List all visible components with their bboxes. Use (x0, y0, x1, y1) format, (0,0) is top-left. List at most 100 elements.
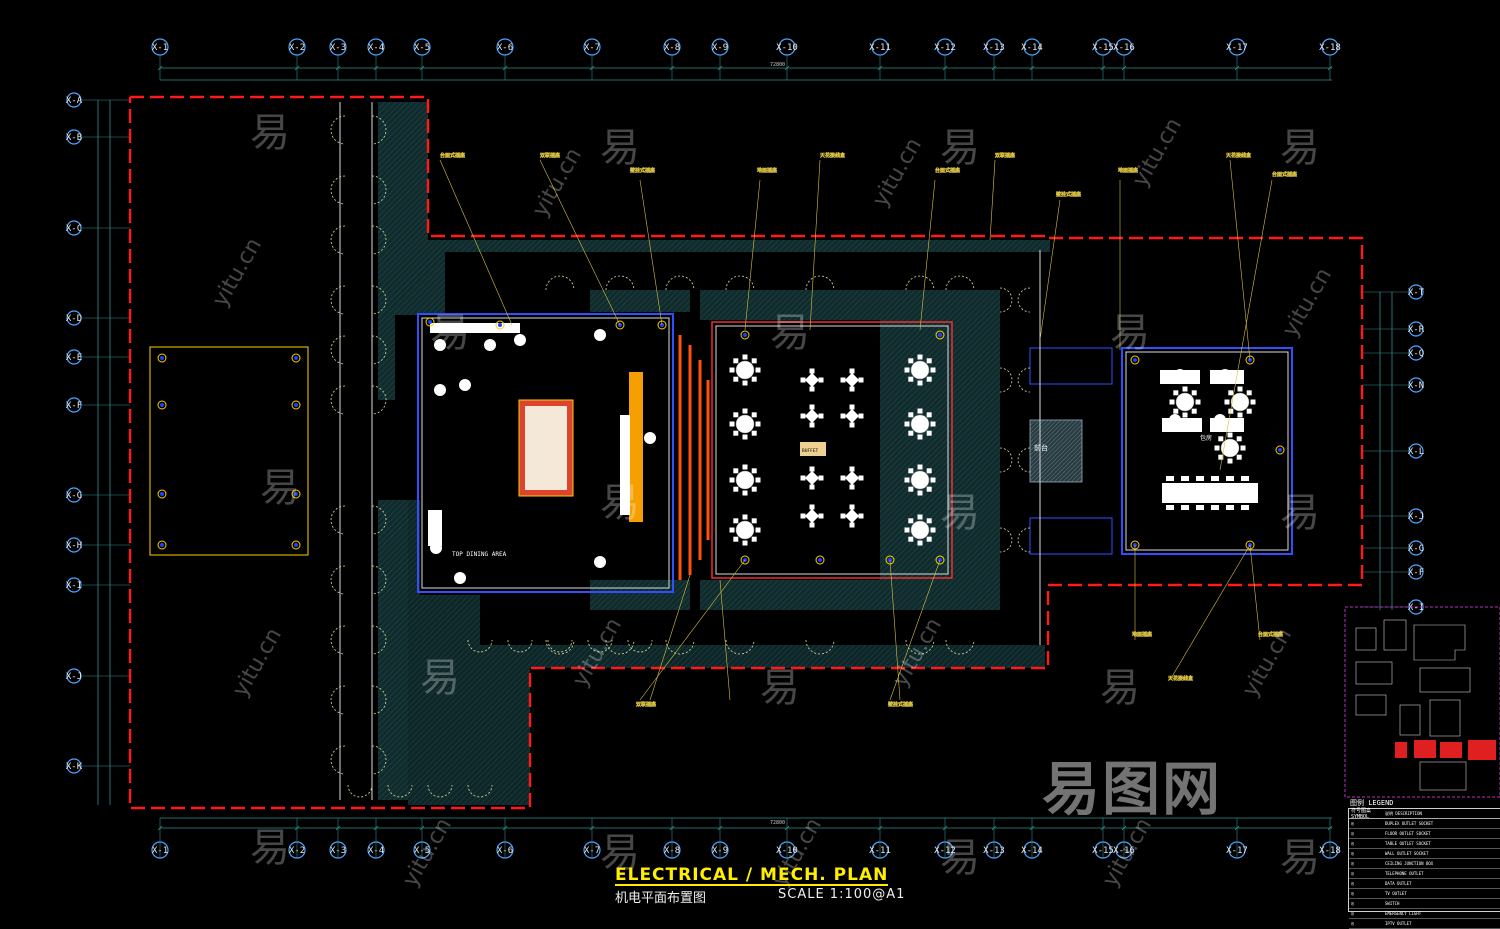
door-swing (371, 225, 387, 255)
door-swing (587, 639, 613, 653)
leader-line (539, 159, 621, 326)
buffet-island-top (525, 406, 567, 490)
legend-symbol-icon: ◎ (1351, 830, 1355, 837)
grid-bubble-left: X-H (66, 537, 130, 553)
round-dining-table (1169, 386, 1201, 418)
grid-bubble-left: X-J (66, 668, 130, 684)
legend-symbol-icon: ◎ (1351, 880, 1355, 887)
door-swing (999, 447, 1013, 473)
callout-label: 双联插座 (636, 701, 656, 708)
grid-label: X-B (66, 133, 82, 143)
legend-row: ◎SWITCH (1349, 899, 1500, 909)
door-swing (371, 565, 387, 595)
leader-line (719, 579, 731, 701)
legend-symbol-icon: ◎ (1351, 890, 1355, 897)
lounge-seating (644, 432, 656, 444)
grid-bubble-right: X-J (1362, 508, 1424, 524)
legend-row: ◎TELEPHONE OUTLET (1349, 869, 1500, 879)
lounge-seating (594, 329, 606, 341)
grid-label: X-13 (983, 43, 1005, 53)
round-dining-table (904, 408, 936, 440)
callout-leaders: 台面式插座双联插座壁挂式插座地面插座天花接线盒台面式插座双联插座壁挂式插座地面插… (440, 152, 1298, 709)
callout-label: 地面插座 (757, 167, 777, 174)
grid-label: X-17 (1226, 43, 1248, 53)
lounge-seating (434, 339, 446, 351)
grid-bubble-bottom: X-2 (288, 818, 306, 859)
leader-line (1229, 159, 1251, 361)
grid-label: X-K (66, 762, 83, 772)
grid-bubble-bottom: X-8 (663, 818, 681, 859)
door-swing (1017, 287, 1031, 313)
grid-label: X-T (1408, 288, 1425, 298)
grid-label: X-3 (330, 43, 346, 53)
grid-bubble-top: X-14 (1021, 38, 1043, 80)
outlet-symbol (157, 353, 167, 363)
callout-label: 双联插座 (540, 152, 560, 159)
outlet-symbol (157, 540, 167, 550)
callout-label: 地面插座 (1118, 167, 1138, 174)
grid-bubble-bottom: X-9 (711, 818, 729, 859)
outlet-symbol (157, 489, 167, 499)
grid-bubble-top: X-13 (983, 38, 1005, 80)
grid-label: X-L (1408, 447, 1424, 457)
grid-label: X-R (1408, 325, 1425, 335)
drawing-subtitle: 机电平面布置图 (615, 891, 707, 906)
door-swing (805, 639, 835, 655)
callout-label: 天花接线盒 (1226, 152, 1251, 159)
round-dining-table (904, 464, 936, 496)
key-plan (1344, 606, 1500, 798)
round-dining-table (1224, 386, 1256, 418)
grid-bubble-top: X-18 (1319, 38, 1341, 80)
grid-bubble-top: X-5 (413, 38, 431, 80)
leader-line (1219, 179, 1273, 471)
grid-bubble-right: X-L (1362, 443, 1424, 459)
door-swing (905, 639, 935, 655)
lounge-seating (454, 572, 466, 584)
grid-label: X-6 (497, 43, 513, 53)
grid-label: X-8 (664, 43, 680, 53)
grid-bubble-top: X-1 (151, 38, 169, 80)
legend-description: FLOOR OUTLET SOCKET (1385, 831, 1431, 836)
grid-label: X-D (66, 314, 82, 324)
grid-bubble-left: X-G (66, 487, 130, 503)
square-dining-table (840, 466, 864, 490)
legend-row: ◎DATA OUTLET (1349, 879, 1500, 889)
leader-line (989, 159, 996, 241)
grid-bubble-left: X-D (66, 310, 130, 326)
door-swing (725, 639, 755, 655)
grid-label: X-5 (414, 43, 430, 53)
leader-line (1169, 544, 1251, 681)
round-dining-table (729, 514, 761, 546)
grid-label: X-1 (152, 43, 168, 53)
lounge-seating (434, 384, 446, 396)
door-swing (387, 784, 413, 798)
hatched-zones (378, 102, 1083, 805)
grid-label: X-J (1408, 512, 1424, 522)
legend-table: 符号图案 SYMBOL 说明 DESCRIPTION ◎DUPLEX OUTLE… (1348, 808, 1500, 929)
round-dining-table (904, 514, 936, 546)
legend-symbol-icon: ◎ (1351, 840, 1355, 847)
door-swing (371, 505, 387, 535)
legend-row: ◎TABLE OUTLET SOCKET (1349, 839, 1500, 849)
grid-bubble-top: X-15 (1092, 38, 1114, 80)
callout-label: 台面式插座 (440, 152, 465, 159)
door-swing (371, 175, 387, 205)
legend-header: 图例 LEGEND (1350, 799, 1394, 807)
round-dining-table (729, 408, 761, 440)
round-dining-table (1214, 432, 1246, 464)
leader-line (744, 179, 761, 331)
grid-label: X-C (66, 224, 82, 234)
door-swings (330, 115, 1031, 798)
grid-bubble-left: X-A (66, 92, 130, 108)
door-swing (547, 639, 573, 653)
legend-description: WALL OUTLET SOCKET (1385, 851, 1429, 856)
grid-bubble-bottom: X-16 (1113, 818, 1135, 859)
grid-bubble-bottom: X-7 (583, 818, 601, 859)
callout-label: 双联插座 (995, 152, 1015, 159)
door-swing (347, 784, 373, 798)
banquette-seating (428, 323, 1244, 546)
legend-rows: ◎DUPLEX OUTLET SOCKET◎FLOOR OUTLET SOCKE… (1349, 819, 1500, 929)
outlet-symbol (425, 317, 435, 327)
door-swing (371, 385, 387, 415)
